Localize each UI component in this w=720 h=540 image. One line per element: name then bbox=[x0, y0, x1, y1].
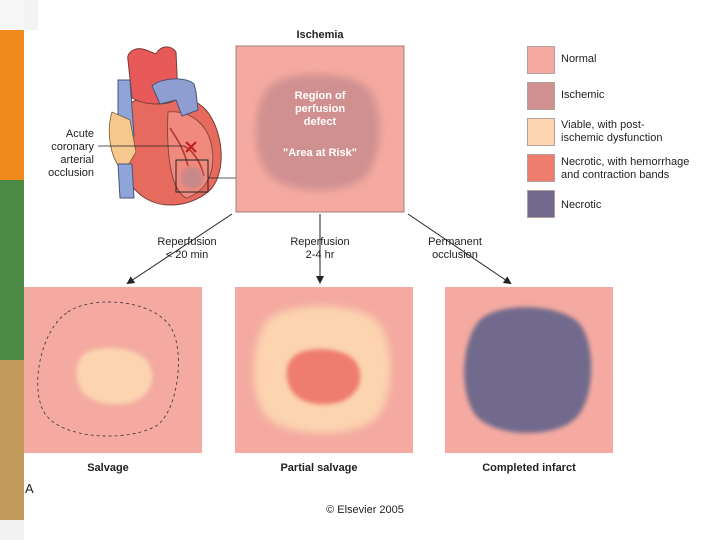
region-label-line: defect bbox=[303, 116, 337, 128]
copyright-notice: © Elsevier 2005 bbox=[326, 504, 404, 516]
arrow-label-reperfusion-short: Reperfusion < 20 min bbox=[142, 236, 232, 262]
legend-label-line: ischemic dysfunction bbox=[561, 132, 663, 144]
legend-label-line: and contraction bands bbox=[561, 169, 670, 181]
arrow-right bbox=[407, 213, 512, 285]
arrow-label-reperfusion-long: Reperfusion 2-4 hr bbox=[275, 236, 365, 262]
arrow-left bbox=[126, 213, 233, 285]
legend-label-ischemic: Ischemic bbox=[561, 89, 604, 102]
side-stripe-gap bbox=[24, 0, 38, 30]
legend-label-line: Normal bbox=[561, 53, 597, 65]
legend-swatch-normal bbox=[527, 46, 555, 74]
heart-pulmonary-artery bbox=[151, 78, 199, 117]
outcome-label-salvage: Salvage bbox=[87, 462, 129, 474]
partial-salvage-panel bbox=[235, 287, 413, 453]
arrow-label-line: 2-4 hr bbox=[305, 249, 335, 261]
completed-infarct-necrotic-region bbox=[464, 307, 592, 433]
heart-zoom-box bbox=[175, 159, 209, 193]
legend-swatch-ischemic bbox=[527, 82, 555, 110]
arrow-label-line: occlusion bbox=[432, 249, 478, 261]
area-at-risk-label: "Area at Risk" bbox=[282, 147, 358, 159]
heart-area-at-risk bbox=[181, 167, 203, 189]
arrows bbox=[126, 213, 512, 285]
legend-label-necrotic: Necrotic bbox=[561, 199, 601, 212]
legend-label-line: Necrotic, with hemorrhage bbox=[561, 156, 690, 168]
legend-label-line: Ischemic bbox=[561, 89, 605, 101]
occlusion-label-line: Acute bbox=[65, 128, 94, 140]
partial-salvage-necrotic-region bbox=[286, 349, 361, 405]
arrow-label-line: Permanent bbox=[428, 236, 482, 248]
side-stripe-tan bbox=[0, 360, 24, 520]
salvage-panel bbox=[24, 287, 202, 453]
occlusion-label-line: arterial bbox=[60, 154, 94, 166]
completed-infarct-panel bbox=[445, 287, 613, 453]
panel-letter: A bbox=[25, 481, 34, 496]
legend-label-line: Necrotic bbox=[561, 199, 602, 211]
legend-swatch-necrotic bbox=[527, 190, 555, 218]
outcome-label-partial-salvage: Partial salvage bbox=[280, 462, 358, 474]
heart-illustration bbox=[98, 46, 236, 206]
legend-swatch-necrotic-hemorrhage bbox=[527, 154, 555, 182]
heart-right-atrium bbox=[108, 111, 137, 173]
outcome-label-completed-infarct: Completed infarct bbox=[482, 462, 576, 474]
region-label: Region of perfusion defect bbox=[256, 90, 384, 129]
legend-label-line: Viable, with post- bbox=[561, 119, 645, 131]
arrow-label-line: Reperfusion bbox=[290, 236, 350, 248]
legend-label-viable: Viable, with post- ischemic dysfunction bbox=[561, 119, 663, 145]
occlusion-x-icon bbox=[185, 141, 197, 153]
region-label-line: Region of bbox=[294, 90, 346, 102]
occlusion-label: Acute coronary arterial occlusion bbox=[26, 128, 94, 180]
legend-swatch-viable bbox=[527, 118, 555, 146]
coronary-artery bbox=[169, 127, 205, 177]
diagram-title: Ischemia bbox=[296, 29, 344, 41]
region-label-line: perfusion bbox=[294, 103, 346, 115]
salvage-dashed-outline bbox=[37, 301, 179, 437]
side-stripe-top bbox=[0, 0, 24, 30]
side-stripe-bottom bbox=[0, 520, 24, 540]
arrow-label-line: < 20 min bbox=[165, 249, 209, 261]
occlusion-label-line: occlusion bbox=[48, 167, 94, 179]
arrow-label-line: Reperfusion bbox=[157, 236, 217, 248]
side-stripe-green bbox=[0, 180, 24, 360]
occlusion-label-line: coronary bbox=[51, 141, 94, 153]
arrow-label-permanent-occlusion: Permanent occlusion bbox=[410, 236, 500, 262]
legend-label-necrotic-hemorrhage: Necrotic, with hemorrhage and contractio… bbox=[561, 156, 689, 182]
heart-inferior-vena-cava bbox=[117, 163, 135, 199]
ischemia-box bbox=[235, 45, 405, 213]
area-at-risk-region bbox=[255, 74, 380, 191]
legend-label-normal: Normal bbox=[561, 53, 596, 66]
side-stripe-orange bbox=[0, 30, 24, 180]
salvage-viable-region bbox=[76, 347, 153, 405]
